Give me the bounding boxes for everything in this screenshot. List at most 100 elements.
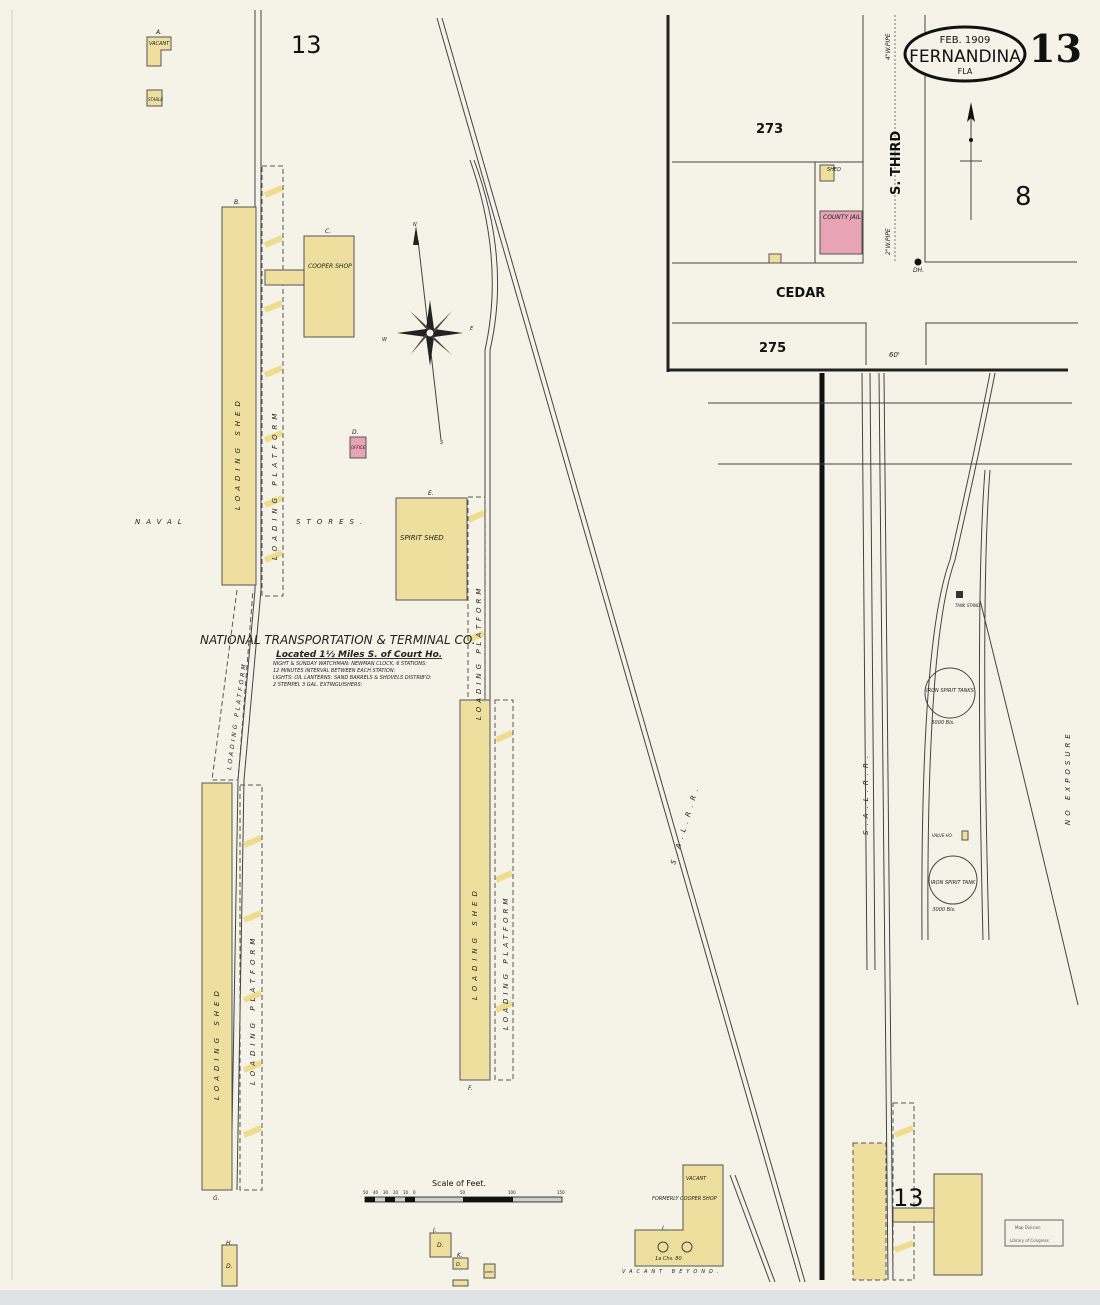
stores-label: STORES. <box>296 518 368 526</box>
stable-building <box>146 89 163 107</box>
building-l-formerly-cooper-shop <box>634 1164 724 1267</box>
inset-frame <box>666 15 1078 372</box>
tank-stand <box>956 591 963 598</box>
company-name: NATIONAL TRANSPORTATION & TERMINAL CO. <box>200 633 476 647</box>
tank-2-label: IRON SPIRIT TANK <box>931 880 976 886</box>
shed-bottom-label: SHED <box>485 1270 494 1274</box>
hydrant-label: DH. <box>913 267 924 274</box>
building-h <box>221 1244 238 1287</box>
sheet-label-top: 13 <box>291 31 322 59</box>
svg-text:B.: B. <box>234 199 240 206</box>
svg-text:C.: C. <box>325 228 331 235</box>
block-273: 273 <box>756 122 783 137</box>
platform-bottom-right <box>892 1102 915 1281</box>
compass-e: E <box>470 326 474 332</box>
svg-text:10: 10 <box>403 1190 409 1195</box>
map-date: FEB. 1909 <box>940 35 991 46</box>
building-bottom-right-2 <box>933 1173 983 1276</box>
water-pipe-label-1: 4"W.PIPE <box>885 33 892 60</box>
naval-label: NAVAL <box>135 518 188 526</box>
building-k-rear <box>452 1279 469 1287</box>
kettle-icon <box>681 1241 693 1253</box>
county-jail-building <box>819 210 863 255</box>
compass-w: W <box>382 337 388 343</box>
library-stamp <box>1004 1219 1064 1247</box>
compass-n: N <box>413 222 417 228</box>
svg-text:L.: L. <box>662 1225 667 1232</box>
svg-text:30: 30 <box>383 1190 389 1195</box>
dwelling-j-label: D. <box>437 1242 444 1249</box>
company-note-2: 12 MINUTES INTERVAL BETWEEN EACH STATION… <box>273 668 396 674</box>
company-note-4: 2 STEMPEL 3 GAL. EXTINGUISHERS: <box>273 682 363 688</box>
building-a <box>146 36 172 67</box>
scale-title: Scale of Feet. <box>432 1179 486 1188</box>
shed-building-bottom <box>483 1263 496 1279</box>
county-jail-label: COUNTY JAIL <box>823 214 861 221</box>
street-width-label: 60' <box>889 351 900 359</box>
svg-text:0: 0 <box>413 1190 416 1195</box>
street-s-third: S. THIRD <box>889 131 904 195</box>
svg-text:A.: A. <box>155 29 162 36</box>
building-j <box>429 1232 452 1258</box>
spirit-shed-label: SPIRIT SHED <box>400 534 444 542</box>
scale-bar <box>364 1196 563 1203</box>
street-cedar: CEDAR <box>776 286 825 301</box>
building-bottom-right-1 <box>852 1142 887 1281</box>
loading-platform-stripes <box>242 185 915 1253</box>
loading-platform-label-2: LOADING PLATFORM <box>249 934 257 1085</box>
stamp-line-2: Library of Congress <box>1010 1238 1049 1243</box>
shed-building <box>819 164 835 182</box>
dwelling-k-label: D. <box>456 1262 461 1268</box>
title-cartouche <box>903 25 1027 83</box>
block-275: 275 <box>759 341 786 356</box>
loading-shed-label-1: LOADING SHED <box>234 396 242 510</box>
shed-label: SHED <box>827 167 841 173</box>
iron-spirit-tank-2 <box>928 855 978 905</box>
company-note-3: LIGHTS: OIL LANTERNS: SAND BARRELS & SHO… <box>273 675 432 681</box>
vacant-beyond-label: VACANT BEYOND. <box>622 1269 722 1275</box>
loading-shed-label-3: LOADING SHED <box>471 886 479 1000</box>
tank-1-capacity: 5000 Bls. <box>931 720 954 726</box>
office-d <box>349 436 367 459</box>
block-8: 8 <box>1015 182 1032 212</box>
loading-platform-label-4: LOADING PLATFORM <box>502 895 510 1030</box>
loading-shed-g <box>201 782 233 1191</box>
kettles-label: 1a Chs. 80 <box>655 1256 682 1262</box>
spirit-shed-e <box>395 497 468 601</box>
loading-platform-1 <box>261 165 284 597</box>
tank-1-label: IRON SPIRIT TANKS <box>926 688 975 694</box>
svg-text:150: 150 <box>557 1190 565 1195</box>
formerly-cooper-shop-label: FORMERLY COOPER SHOP <box>652 1196 717 1202</box>
dwelling-h-label: D. <box>226 1263 233 1270</box>
loading-shed-b <box>221 206 257 586</box>
no-exposure-label: NO EXPOSURE <box>1064 730 1072 825</box>
sheet-number: 13 <box>1029 26 1082 71</box>
svg-text:G.: G. <box>213 1195 220 1202</box>
cooper-shop-label: COOPER SHOP <box>308 263 352 270</box>
building-a-label: VACANT <box>149 41 170 47</box>
svg-text:K.: K. <box>457 1252 463 1259</box>
scale-ticks: 50 40 30 20 10 0 50 100 150 <box>363 1190 565 1195</box>
small-building <box>768 253 782 264</box>
svg-text:20: 20 <box>393 1190 399 1195</box>
compass-rose-icon <box>397 226 463 441</box>
svg-text:J.: J. <box>432 1227 437 1234</box>
building-letters: A. B. C. D. E. F. G. H. J. K. L. <box>155 29 667 1259</box>
north-arrow-icon <box>960 102 982 220</box>
svg-text:H.: H. <box>226 1240 233 1247</box>
office-label: OFFICE <box>351 445 366 450</box>
tank-2-capacity: 3000 Bls. <box>932 907 955 913</box>
cooper-shop-c <box>303 235 355 338</box>
company-note-1: NIGHT & SUNDAY WATCHMAN: NEWMAN CLOCK, 6… <box>273 661 427 667</box>
company-location: Located 1½ Miles S. of Court Ho. <box>276 650 442 660</box>
loading-platform-2 <box>239 784 263 1191</box>
svg-text:F.: F. <box>468 1085 473 1092</box>
water-pipe-label-2: 2"W.PIPE <box>885 228 892 255</box>
loading-platform-3 <box>211 589 254 781</box>
valve-house <box>961 830 969 841</box>
svg-text:E.: E. <box>428 490 434 497</box>
tank-stand-label: TANK STAND <box>955 603 980 608</box>
railroad-tracks <box>230 10 1079 1283</box>
